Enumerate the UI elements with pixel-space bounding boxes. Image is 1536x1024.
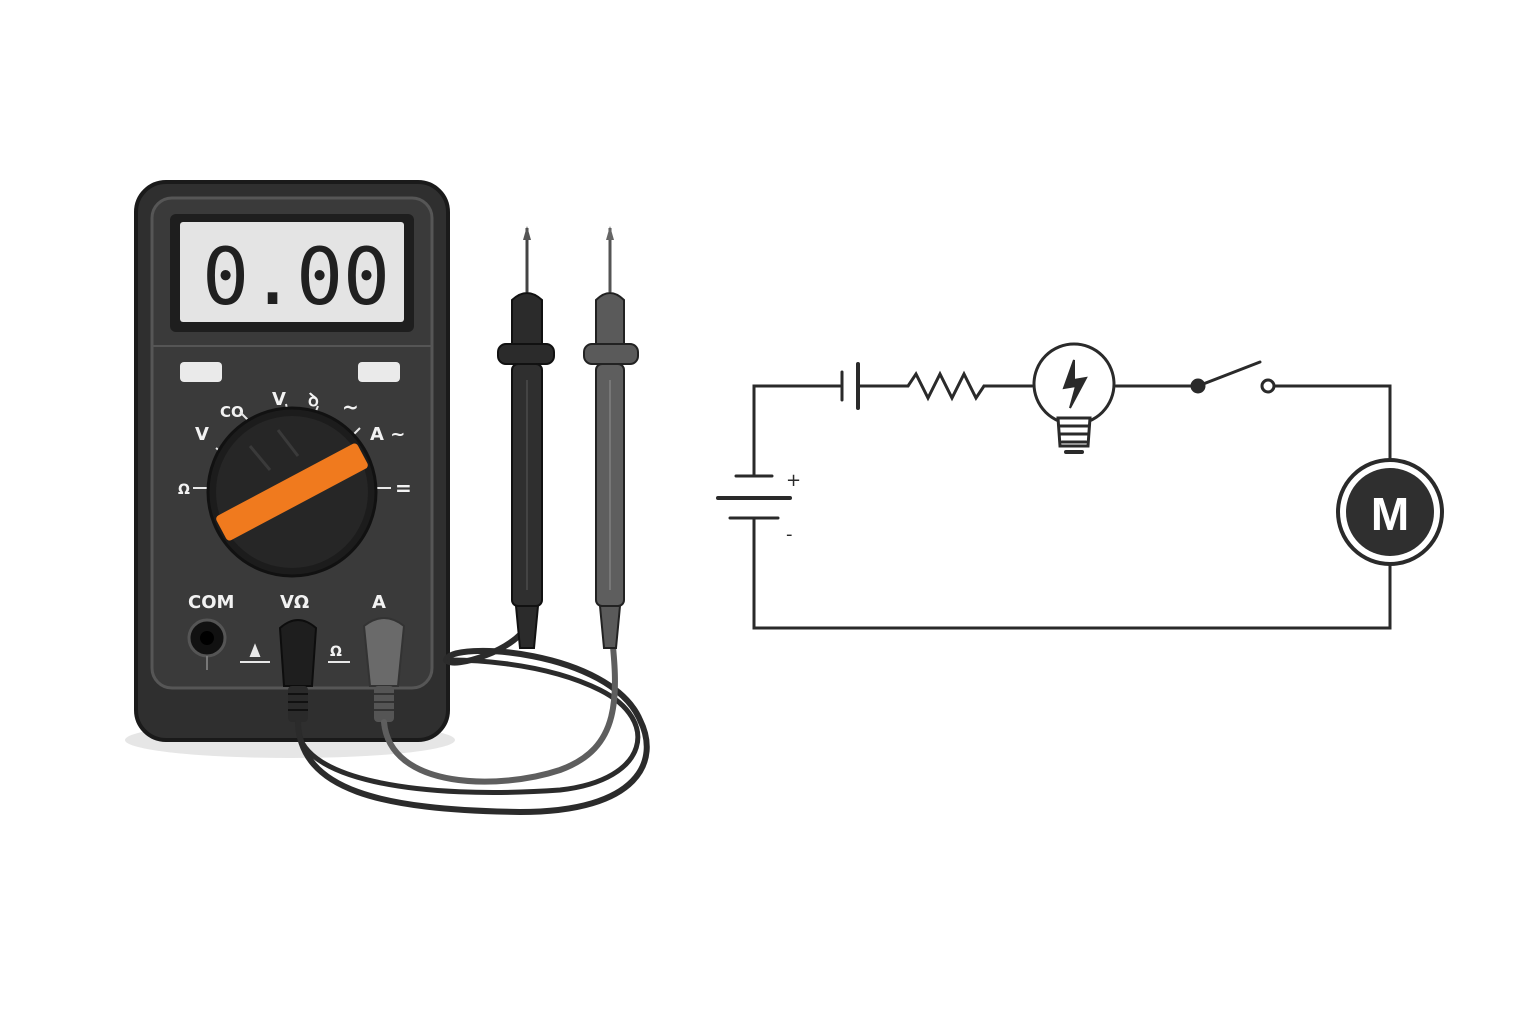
test-lead-wires	[295, 617, 650, 816]
right-function-button[interactable]	[358, 362, 400, 382]
fuse-mark-right: Ω	[330, 644, 342, 660]
dial-label-ac-top: ~	[342, 395, 359, 419]
dial-label-co: CO	[220, 403, 244, 421]
switch-icon[interactable]	[1190, 360, 1276, 394]
multimeter: 0.00 CO V ꝺ ~ V A ~ Ω =	[125, 180, 455, 758]
lcd-screen	[180, 222, 404, 322]
jack-label-com: COM	[188, 592, 234, 613]
dial-label-ohm: Ω	[178, 482, 190, 498]
black-connector[interactable]	[278, 619, 318, 722]
resistor-icon	[906, 370, 986, 402]
dial-pointer	[216, 443, 368, 541]
circuit-wire-left-bottom	[752, 516, 1392, 630]
gray-lead-wire	[381, 617, 618, 785]
lcd-reading: 0.00	[202, 233, 390, 323]
battery-cell-icon	[840, 362, 860, 410]
rotary-dial[interactable]	[206, 406, 378, 578]
left-function-button[interactable]	[180, 362, 222, 382]
circuit-wire-right	[1268, 384, 1392, 462]
warning-mark-left	[240, 643, 270, 663]
circuit-wire-left	[752, 384, 842, 478]
battery-plus-label: +	[786, 470, 801, 491]
dial-label-sym-top: ꝺ	[308, 390, 319, 411]
jack-label-v-ohm: VΩ	[280, 592, 309, 613]
black-lead-wire	[295, 617, 650, 816]
dial-label-dc: =	[395, 476, 412, 500]
battery-icon	[716, 474, 792, 520]
dial-label-v-top: V	[272, 389, 286, 410]
black-lead-wire-loop	[295, 657, 641, 795]
jack-label-amp: A	[372, 592, 386, 613]
dial-label-a-ac: A ~	[370, 424, 405, 445]
dial-label-v-left: V	[195, 424, 209, 445]
black-probe[interactable]	[497, 226, 555, 649]
motor-label: M	[1371, 488, 1409, 540]
battery-minus-label: -	[786, 524, 793, 545]
gray-connector[interactable]	[362, 617, 406, 722]
gray-probe[interactable]	[583, 226, 639, 649]
motor-icon	[1336, 458, 1444, 566]
lamp-icon	[1032, 342, 1116, 454]
circuit-diagram	[716, 342, 1444, 630]
